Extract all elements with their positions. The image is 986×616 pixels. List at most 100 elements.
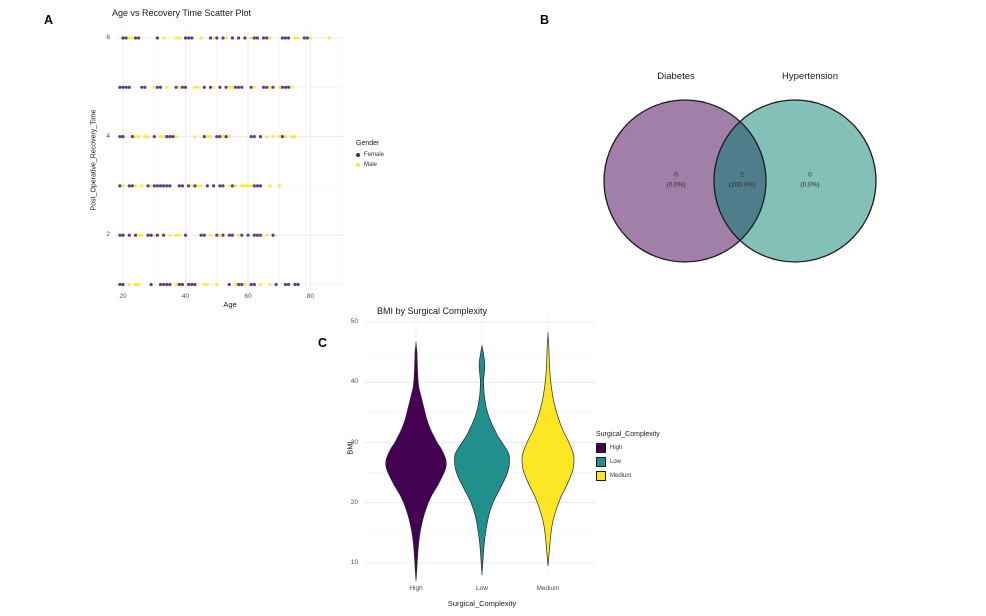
scatter-point-female	[146, 184, 150, 188]
scatter-point-female	[121, 233, 125, 237]
scatter-point-female	[190, 282, 194, 287]
scatter-point-male	[227, 85, 231, 89]
scatter-point-female	[130, 184, 134, 188]
scatter-point-male	[277, 135, 281, 139]
scatter-point-female	[252, 36, 256, 40]
scatter-point-female	[265, 36, 269, 40]
scatter-point-male	[146, 135, 150, 139]
scatter-point-female	[280, 85, 284, 89]
violin-y-tick-label: 50	[350, 317, 358, 325]
scatter-point-female	[121, 85, 125, 89]
scatter-x-tick-label: 60	[244, 293, 252, 300]
scatter-point-female	[255, 233, 259, 237]
scatter-point-male	[240, 184, 244, 188]
scatter-point-male	[277, 85, 281, 89]
scatter-point-female	[274, 282, 278, 287]
scatter-point-female	[215, 36, 219, 40]
venn-region-count: 0	[808, 171, 812, 179]
legend-entry-female: Female	[356, 152, 384, 158]
scatter-point-female	[118, 85, 122, 89]
scatter-point-male	[140, 233, 144, 237]
scatter-point-male	[137, 282, 141, 287]
scatter-point-male	[233, 282, 238, 287]
scatter-point-male	[221, 135, 225, 139]
scatter-point-male	[212, 85, 216, 89]
scatter-point-female	[252, 282, 256, 287]
scatter-point-female	[240, 85, 244, 89]
scatter-point-male	[174, 36, 178, 40]
scatter-point-female	[137, 36, 141, 40]
scatter-x-axis-title: Age	[223, 300, 237, 309]
scatter-point-female	[221, 233, 225, 237]
legend-entry-label: Male	[364, 162, 378, 168]
scatter-point-female	[218, 135, 222, 139]
scatter-point-female	[215, 135, 219, 139]
scatter-point-male	[249, 184, 253, 188]
scatter-point-female	[258, 135, 263, 139]
scatter-point-male	[227, 184, 231, 188]
scatter-point-female	[193, 184, 197, 188]
scatter-point-female	[162, 282, 166, 287]
scatter-point-male	[137, 135, 141, 139]
scatter-point-female	[230, 36, 234, 40]
scatter-point-male	[205, 282, 209, 287]
scatter-point-female	[127, 184, 131, 188]
scatter-point-female	[121, 282, 125, 287]
scatter-title: Age vs Recovery Time Scatter Plot	[112, 8, 252, 18]
violin-title: BMI by Surgical Complexity	[377, 306, 488, 316]
scatter-point-female	[205, 184, 209, 188]
scatter-point-female	[158, 184, 163, 188]
scatter-point-female	[165, 135, 169, 139]
scatter-point-male	[162, 36, 166, 40]
scatter-point-male	[165, 85, 169, 89]
scatter-point-female	[162, 184, 166, 188]
scatter-point-male	[308, 36, 313, 40]
scatter-point-female	[146, 233, 150, 237]
legend-entry-label: Low	[610, 459, 622, 465]
scatter-point-female	[280, 36, 284, 40]
scatter-point-female	[202, 85, 206, 89]
venn-region-percent: (100.0%)	[728, 182, 756, 189]
scatter-point-male	[162, 135, 166, 139]
violin-y-tick-label: 10	[350, 558, 358, 566]
scatter-point-male	[243, 282, 247, 287]
scatter-point-female	[140, 85, 144, 89]
scatter-point-female	[237, 282, 241, 287]
legend-swatch-icon	[596, 471, 606, 481]
scatter-point-female	[262, 36, 266, 40]
scatter-point-female	[237, 36, 241, 40]
scatter-point-male	[174, 233, 178, 237]
scatter-point-female	[127, 85, 131, 89]
scatter-point-male	[127, 282, 131, 287]
legend-swatch-icon	[596, 443, 606, 453]
scatter-point-female	[227, 233, 231, 237]
scatter-point-female	[265, 85, 269, 89]
scatter-point-male	[174, 282, 178, 287]
scatter-point-male	[277, 184, 281, 188]
scatter-point-male	[205, 135, 209, 139]
scatter-point-female	[283, 282, 288, 287]
scatter-point-female	[283, 36, 288, 40]
scatter-point-female	[177, 184, 181, 188]
scatter-y-tick-label: 2	[106, 230, 110, 238]
scatter-point-male	[290, 85, 294, 89]
scatter-point-male	[177, 85, 181, 89]
scatter-point-male	[233, 184, 238, 188]
scatter-point-female	[133, 36, 138, 40]
scatter-point-female	[255, 184, 259, 188]
scatter-point-male	[249, 36, 253, 40]
scatter-point-female	[233, 85, 238, 89]
scatter-point-female	[183, 233, 188, 237]
scatter-point-male	[283, 135, 288, 139]
scatter-point-female	[221, 36, 225, 40]
scatter-point-female	[165, 282, 169, 287]
scatter-point-female	[202, 233, 206, 237]
violin-y-tick-label: 40	[350, 378, 358, 385]
scatter-x-tick-label: 80	[306, 293, 315, 300]
venn-diagram	[603, 99, 877, 263]
surgical-complexity-legend-title: Surgical_Complexity	[596, 431, 660, 438]
scatter-point-female	[296, 282, 300, 287]
scatter-point-male	[212, 36, 216, 40]
